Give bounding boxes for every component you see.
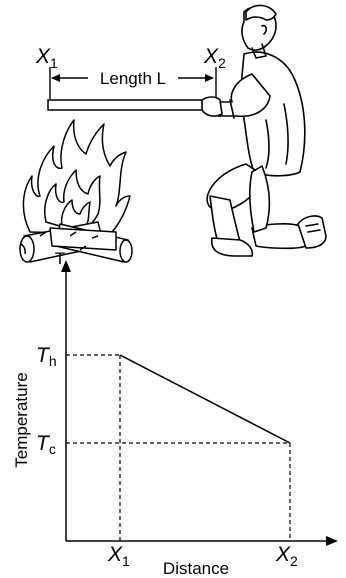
rod-illustration: X1 X2 Length L xyxy=(20,5,326,262)
t-axis-label: T xyxy=(55,249,65,268)
th-label: Th xyxy=(36,344,57,369)
temperature-graph: T Th Tc Temperature X1 X2 Distance xyxy=(12,249,338,578)
x-axis-arrow xyxy=(326,536,338,546)
graph-x2-label: X2 xyxy=(275,543,298,569)
length-label: Length L xyxy=(100,69,166,88)
y-axis-title: Temperature xyxy=(12,372,31,467)
rod-x1-label: X1 xyxy=(35,45,58,71)
rod-x2-label: X2 xyxy=(203,45,226,71)
graph-x1-label: X1 xyxy=(107,543,130,569)
guide-lines xyxy=(66,355,290,541)
campfire-icon xyxy=(20,120,132,262)
temperature-line xyxy=(120,355,290,443)
metal-rod xyxy=(48,100,218,110)
kneeling-man-icon xyxy=(202,5,326,256)
tc-label: Tc xyxy=(36,432,56,457)
x-axis-title: Distance xyxy=(163,559,229,578)
